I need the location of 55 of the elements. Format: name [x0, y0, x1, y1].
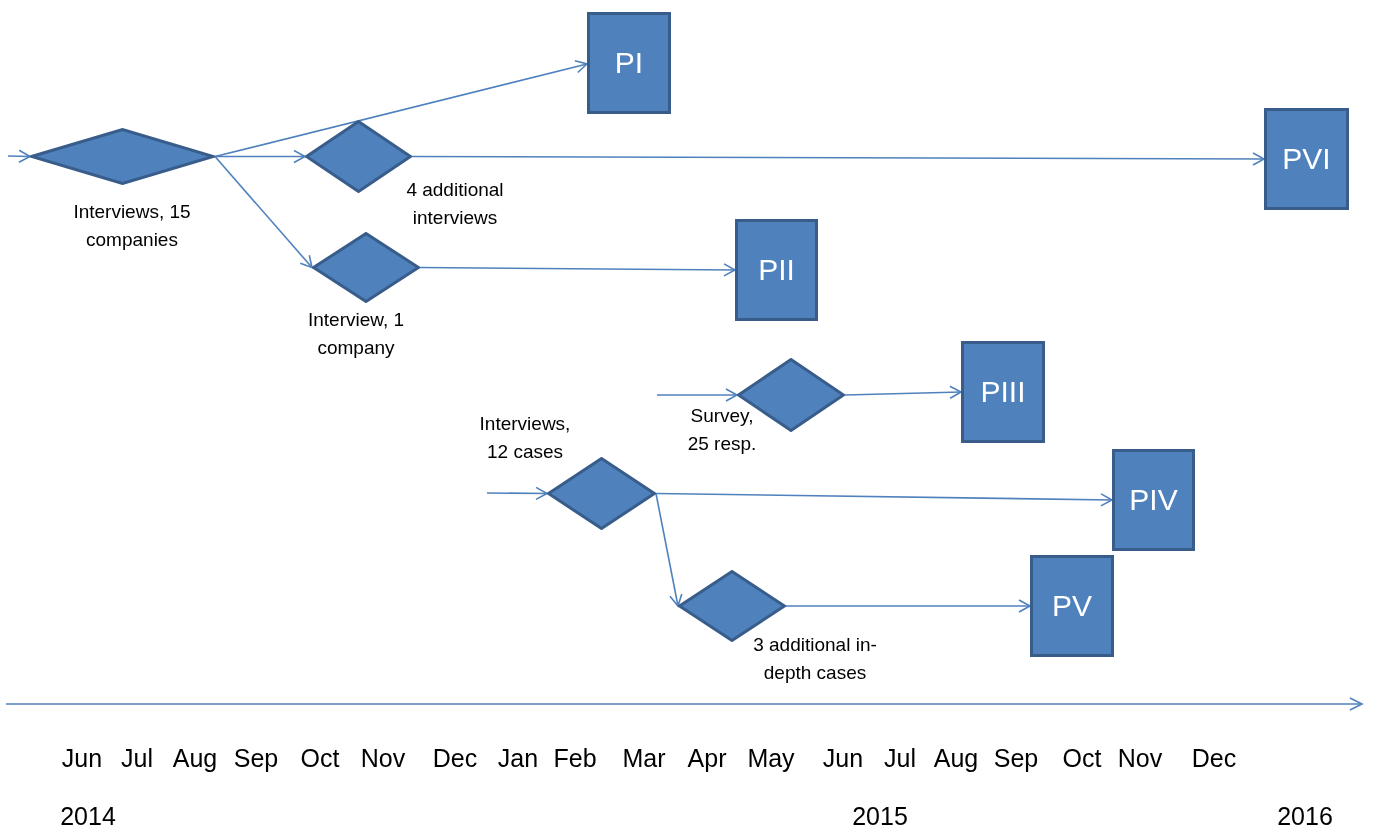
box-label: PV	[1052, 591, 1092, 621]
node-caption: Interviews, 15 companies	[72, 200, 192, 252]
decision-diamond	[30, 128, 215, 185]
arrow	[419, 263, 736, 277]
node-caption: 3 additional in-depth cases	[752, 633, 878, 685]
month-label: Aug	[172, 746, 218, 771]
month-label: Jul	[121, 746, 153, 771]
month-label: Feb	[553, 746, 597, 771]
box-label: PIII	[980, 377, 1026, 407]
month-label: Sep	[233, 746, 279, 771]
month-label: Apr	[687, 746, 727, 771]
month-label: Mar	[622, 746, 666, 771]
node-caption: 4 additional interviews	[405, 178, 505, 230]
decision-diamond	[547, 457, 656, 530]
month-label: Dec	[1191, 746, 1237, 771]
arrow	[214, 60, 588, 158]
box-label: PVI	[1282, 144, 1331, 174]
publication-box	[961, 341, 1045, 443]
month-label: Jun	[61, 746, 103, 771]
publication-box	[1030, 555, 1114, 657]
node-caption: Interview, 1 company	[306, 308, 406, 360]
month-label: Oct	[1062, 746, 1102, 771]
node-caption: Interviews, 12 cases	[478, 412, 572, 464]
month-label: Jul	[884, 746, 916, 771]
decision-diamond	[312, 232, 420, 303]
arrow	[7, 149, 31, 164]
arrow	[655, 492, 683, 607]
month-label: Nov	[360, 746, 406, 771]
month-label: May	[747, 746, 795, 771]
month-label: Nov	[1117, 746, 1163, 771]
month-label: Jan	[497, 746, 539, 771]
arrow	[486, 486, 548, 501]
publication-box	[1112, 449, 1195, 551]
year-label: 2015	[852, 804, 908, 829]
month-label: Oct	[300, 746, 340, 771]
month-label: Sep	[993, 746, 1039, 771]
node-caption: Survey, 25 resp.	[686, 404, 758, 456]
arrow	[844, 385, 962, 400]
arrow	[411, 152, 1265, 166]
year-label: 2016	[1277, 804, 1333, 829]
box-label: PIV	[1129, 485, 1178, 515]
publication-box	[1264, 108, 1349, 210]
arrow	[785, 599, 1031, 613]
month-label: Dec	[432, 746, 478, 771]
arrow	[214, 149, 306, 164]
month-label: Jun	[822, 746, 864, 771]
box-label: PI	[614, 48, 644, 78]
publication-box	[587, 12, 671, 114]
arrow	[656, 388, 738, 402]
arrow	[214, 155, 313, 269]
publication-box	[735, 219, 818, 321]
year-label: 2014	[60, 804, 116, 829]
month-label: Aug	[933, 746, 979, 771]
arrow	[655, 492, 1113, 507]
box-label: PII	[758, 255, 795, 285]
